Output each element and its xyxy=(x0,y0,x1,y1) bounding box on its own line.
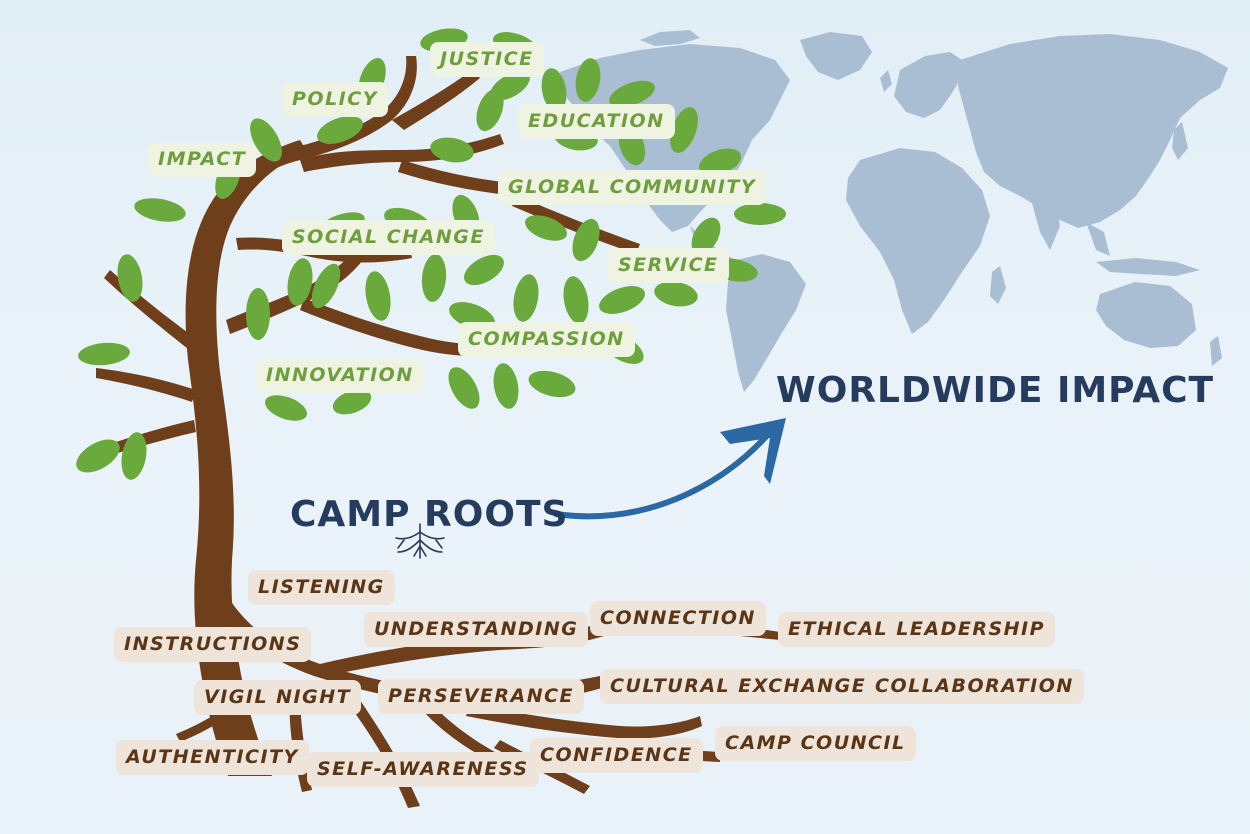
world-map-icon xyxy=(560,30,1228,392)
branch-label-service: SERVICE xyxy=(608,248,729,283)
root-label-authenticity: AUTHENTICITY xyxy=(116,740,309,775)
camp-roots-heading: CAMP ROOTS xyxy=(290,494,569,535)
branch-label-policy: POLICY xyxy=(282,82,388,117)
branch-label-justice: JUSTICE xyxy=(430,42,544,77)
branch-label-innovation: INNOVATION xyxy=(256,358,424,393)
root-label-camp-council: CAMP COUNCIL xyxy=(715,726,916,761)
root-label-cultural-exchange: CULTURAL EXCHANGE xyxy=(600,669,877,704)
branch-label-education: EDUCATION xyxy=(518,104,675,139)
roots-icon xyxy=(395,523,445,559)
root-label-understanding: UNDERSTANDING xyxy=(364,612,589,647)
branch-label-compassion: COMPASSION xyxy=(458,322,635,357)
root-label-ethical-leadership: ETHICAL LEADERSHIP xyxy=(778,612,1056,647)
root-label-connection: CONNECTION xyxy=(590,601,766,636)
root-label-listening: LISTENING xyxy=(248,570,395,605)
root-label-vigil-night: VIGIL NIGHT xyxy=(194,680,362,715)
root-label-self-awareness: SELF-AWARENESS xyxy=(307,752,539,787)
root-label-perseverance: PERSEVERANCE xyxy=(378,679,585,714)
arrow-icon xyxy=(553,418,786,520)
root-label-instructions: INSTRUCTIONS xyxy=(114,627,312,662)
branch-label-global-community: GLOBAL COMMUNITY xyxy=(498,170,767,205)
root-label-collaboration: COLLABORATION xyxy=(865,669,1084,704)
root-label-confidence: CONFIDENCE xyxy=(530,738,703,773)
worldwide-impact-heading: WORLDWIDE IMPACT xyxy=(776,370,1215,411)
branch-label-social-change: SOCIAL CHANGE xyxy=(282,220,495,255)
branch-label-impact: IMPACT xyxy=(148,142,257,177)
